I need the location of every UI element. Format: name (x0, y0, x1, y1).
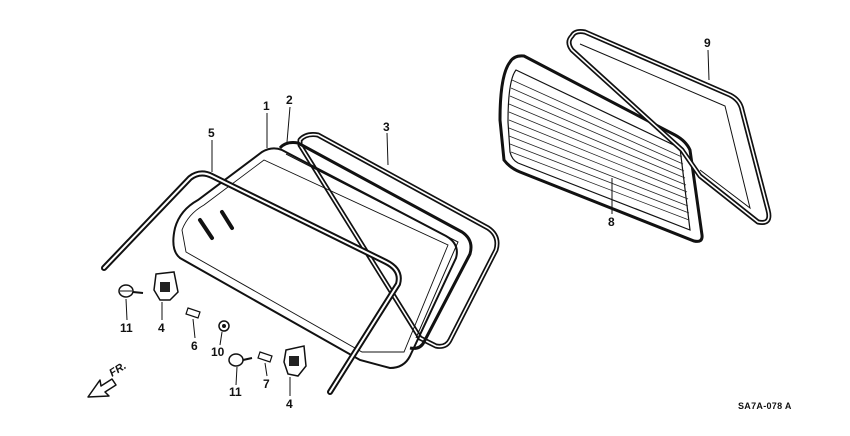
clip-6 (185, 307, 201, 319)
clip-4b (283, 345, 307, 377)
clip-4a (153, 271, 179, 301)
callout-9: 9 (704, 36, 711, 50)
windshield-molding-outer (297, 132, 500, 349)
fastener-10 (218, 320, 230, 332)
callout-8: 8 (608, 215, 615, 229)
callout-11-right: 11 (229, 385, 242, 399)
callout-11-left: 11 (120, 321, 133, 335)
bolt-11a (118, 284, 144, 298)
clip-7 (257, 351, 273, 363)
callout-2: 2 (286, 93, 293, 107)
windshield-dam-rubber (278, 141, 473, 350)
rear-window-glass (498, 54, 704, 243)
callout-7: 7 (263, 377, 270, 391)
bolt-11b (228, 353, 253, 367)
callout-3: 3 (383, 120, 390, 134)
callout-6: 6 (191, 339, 198, 353)
rear-window-molding (566, 29, 772, 225)
callout-4-left: 4 (158, 321, 165, 335)
direction-label: FR. (107, 360, 128, 380)
front-direction-arrow-icon (87, 378, 117, 398)
callout-10: 10 (211, 345, 225, 359)
callout-1: 1 (263, 99, 270, 113)
drawing-code: SA7A-078 A (738, 401, 792, 411)
callout-4-right: 4 (286, 397, 293, 411)
leader-lines (125, 49, 710, 396)
upper-molding (101, 170, 402, 395)
callout-5: 5 (208, 126, 215, 140)
windshield-glass (172, 147, 458, 370)
